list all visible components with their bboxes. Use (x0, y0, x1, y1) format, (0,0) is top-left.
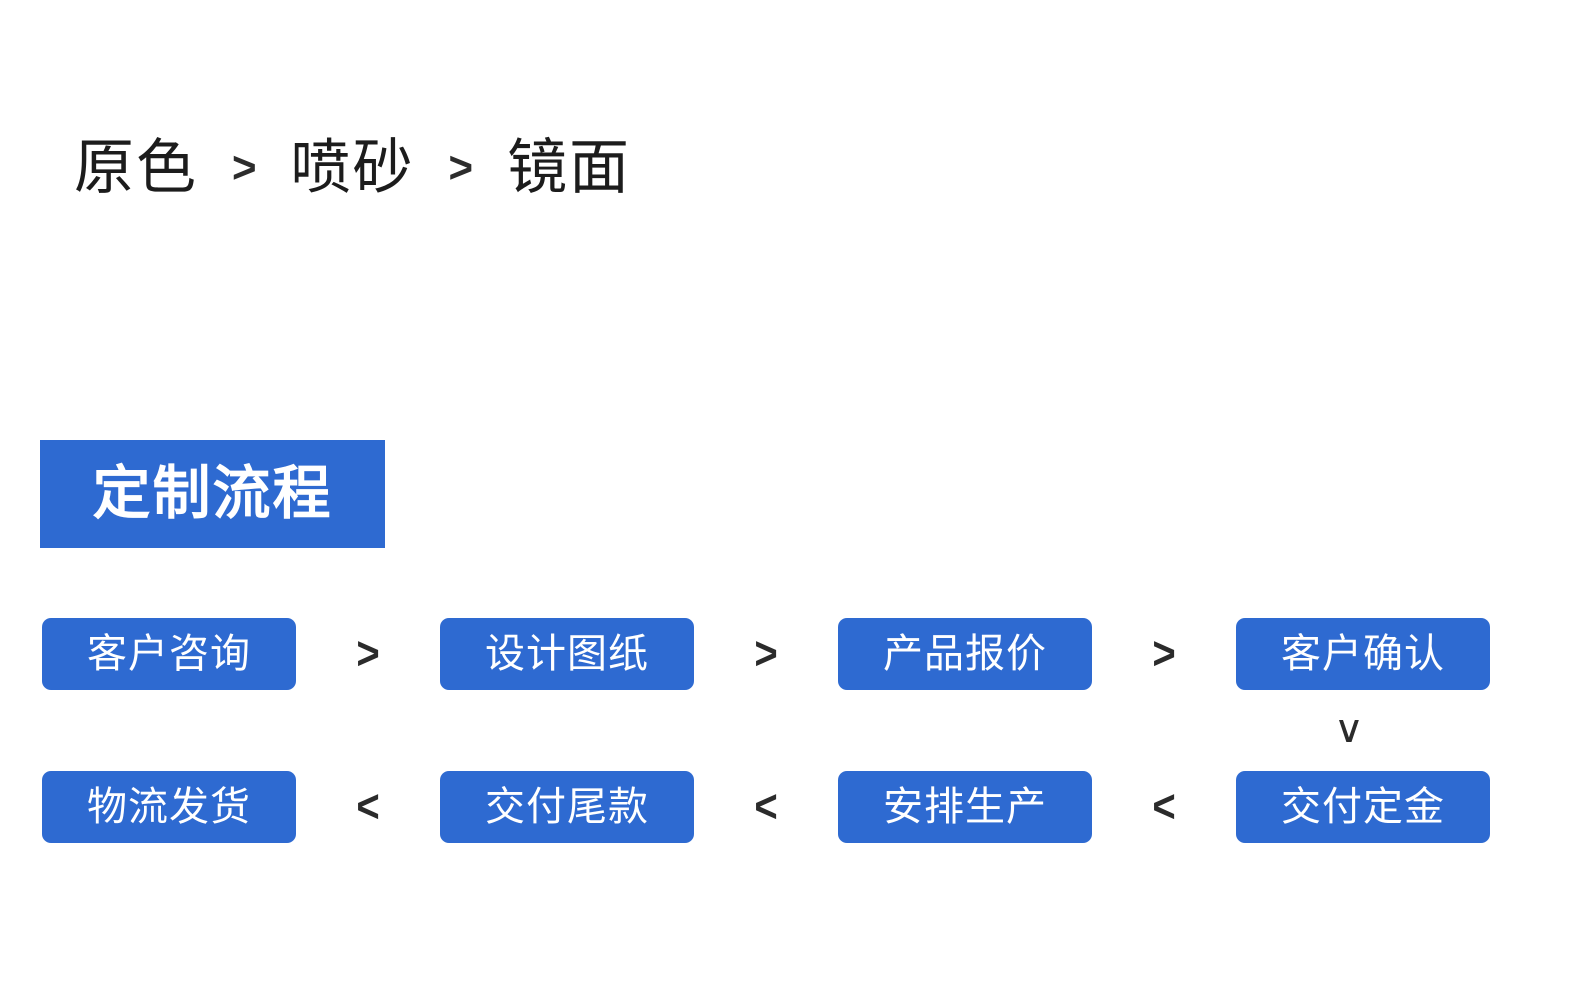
process-flow-row-1: 客户咨询 > 设计图纸 > 产品报价 > 客户确认 (42, 618, 1490, 690)
section-badge-custom-process: 定制流程 (40, 440, 385, 548)
flow-step-final-payment[interactable]: 交付尾款 (440, 771, 694, 843)
chevron-right-icon: > (754, 628, 778, 680)
chevron-down-icon: ∨ (1333, 709, 1365, 751)
finish-option-mirror[interactable]: 镜面 (507, 134, 632, 201)
flow-step-label: 交付尾款 (485, 785, 649, 829)
chevron-right-icon: > (232, 142, 257, 193)
flow-step-label: 产品报价 (883, 632, 1047, 676)
chevron-left-icon: < (356, 781, 380, 833)
flow-step-product-quote[interactable]: 产品报价 (838, 618, 1092, 690)
finish-option-original[interactable]: 原色 (74, 134, 198, 201)
chevron-right-icon: > (1152, 628, 1176, 680)
flow-step-arrange-production[interactable]: 安排生产 (838, 771, 1092, 843)
chevron-left-icon: < (1152, 781, 1176, 833)
flow-step-label: 物流发货 (87, 785, 251, 829)
flow-step-design-drawing[interactable]: 设计图纸 (440, 618, 694, 690)
chevron-right-icon: > (448, 142, 474, 193)
section-badge-label: 定制流程 (92, 461, 333, 526)
flow-step-label: 交付定金 (1281, 785, 1445, 829)
process-flow-row-2: 物流发货 < 交付尾款 < 安排生产 < 交付定金 (42, 771, 1490, 843)
chevron-right-icon: > (356, 628, 380, 680)
flow-step-logistics-shipping[interactable]: 物流发货 (42, 771, 296, 843)
flow-step-customer-inquiry[interactable]: 客户咨询 (42, 618, 296, 690)
surface-finish-row: 原色 > 喷砂 > 镜面 (74, 126, 631, 210)
flow-step-deposit-payment[interactable]: 交付定金 (1236, 771, 1490, 843)
chevron-left-icon: < (754, 781, 778, 833)
flow-step-label: 客户确认 (1281, 632, 1445, 676)
flow-step-customer-confirm[interactable]: 客户确认 (1236, 618, 1490, 690)
flow-step-label: 客户咨询 (87, 632, 251, 676)
finish-option-sandblast[interactable]: 喷砂 (290, 134, 415, 201)
flow-step-label: 设计图纸 (485, 632, 649, 676)
flow-connector-down: ∨ (1222, 700, 1476, 760)
flow-step-label: 安排生产 (883, 785, 1047, 829)
